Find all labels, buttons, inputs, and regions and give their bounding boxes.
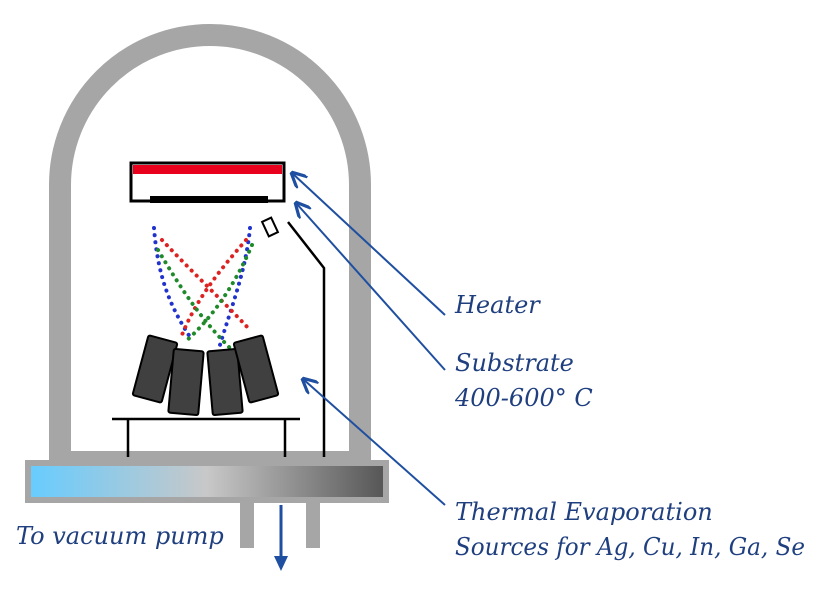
heater-arrow xyxy=(292,173,446,316)
thermocouple-tip xyxy=(260,216,280,238)
flux-blue xyxy=(152,226,194,342)
base-plate xyxy=(25,460,389,503)
annotation-arrows xyxy=(292,173,446,506)
pump-label: To vacuum pump xyxy=(16,522,224,550)
heater-label: Heater xyxy=(454,291,541,319)
source-table xyxy=(112,417,300,457)
arrow-down-icon xyxy=(274,505,288,571)
pump-port-right xyxy=(306,500,320,548)
crucible-icon xyxy=(167,347,205,417)
sources-label-line2: Sources for Ag, Cu, In, Ga, Se xyxy=(455,533,805,561)
substrate-plate xyxy=(150,196,268,203)
bell-jar-icon xyxy=(49,24,371,473)
flux-blue xyxy=(218,226,252,347)
crucible-icon xyxy=(131,334,179,404)
crucible-icon xyxy=(206,347,244,417)
heater-assembly xyxy=(129,161,286,203)
heater-element xyxy=(133,165,282,174)
thermocouple-stand xyxy=(260,216,326,457)
flux-red xyxy=(160,238,252,332)
evaporation-sources xyxy=(131,334,280,417)
evaporation-flux xyxy=(152,226,254,350)
sources-arrow xyxy=(303,379,446,506)
substrate-arrow xyxy=(296,203,446,371)
crucible-icon xyxy=(232,334,280,404)
sources-label-line1: Thermal Evaporation xyxy=(455,498,713,526)
flux-green xyxy=(183,243,254,344)
substrate-label: Substrate xyxy=(455,349,574,377)
substrate-temp-label: 400-600° C xyxy=(454,384,593,412)
pump-port-left xyxy=(240,500,254,548)
flux-red xyxy=(178,238,248,342)
flux-green xyxy=(156,248,232,350)
